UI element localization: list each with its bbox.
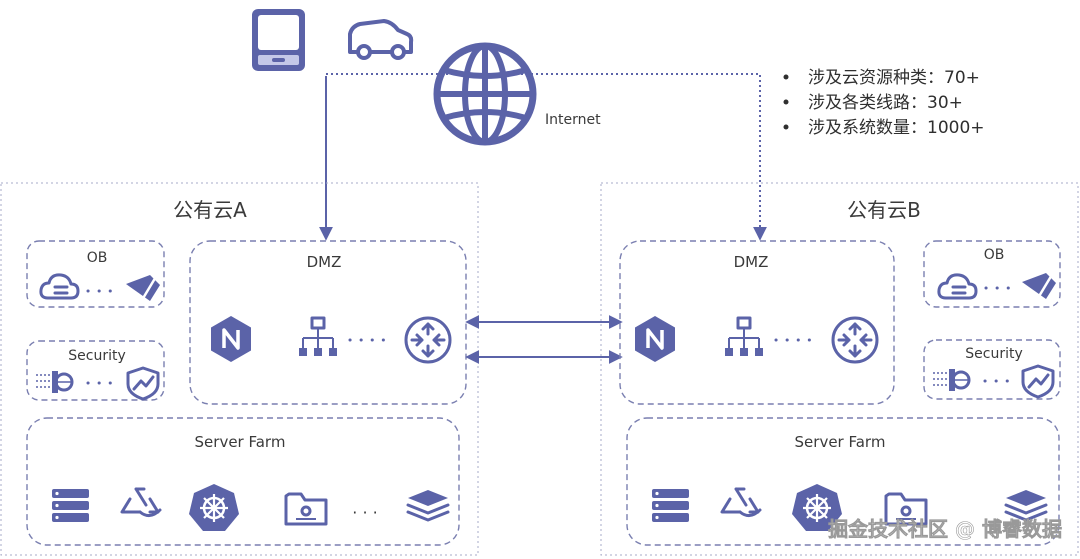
recycle-icon: [720, 487, 762, 517]
internet-to-dmz-b-dotted-arrow: [326, 73, 767, 241]
stat-systems: 涉及系统数量：1000+: [808, 118, 985, 138]
cloud-b-boundary: [600, 182, 1079, 556]
car-icon: [348, 19, 414, 60]
stacked-layers-icon: [406, 490, 450, 522]
cloud-a-dmz-label: DMZ: [307, 253, 342, 271]
cloud-b-ob-label: OB: [984, 247, 1005, 263]
kubernetes-icon: [792, 484, 842, 531]
network-topology-icon: [299, 316, 337, 356]
cloud-sync-icon: [937, 273, 978, 300]
recycle-icon: [120, 487, 162, 517]
router-icon: [404, 316, 452, 364]
bullet: [783, 74, 789, 80]
internet-label: Internet: [545, 112, 601, 128]
nginx-icon: [635, 316, 675, 362]
cloud-b-server-farm-label: Server Farm: [795, 433, 886, 451]
bullet: [783, 99, 789, 105]
cloud-b-title: 公有云B: [847, 198, 921, 222]
shield-trend-icon: [1021, 364, 1055, 399]
firewall-globe-icon: [933, 369, 971, 391]
folder-network-icon: [884, 492, 928, 526]
firewall-globe-icon: [36, 371, 74, 393]
cloud-b-ob-box: [923, 240, 1061, 308]
router-icon: [831, 316, 879, 364]
folder-network-icon: [284, 492, 328, 526]
stacked-layers-icon: [1004, 490, 1048, 522]
speedometer-icon: [1022, 272, 1056, 299]
cloud-b-security-box: [923, 339, 1061, 400]
cloud-a-ob-label: OB: [87, 250, 108, 266]
cloud-a-security-label: Security: [68, 348, 126, 364]
shield-trend-icon: [126, 366, 160, 401]
cloud-a-dmz-box: [189, 240, 467, 405]
cloud-a-security-box: [26, 340, 165, 401]
cloud-a-boundary: [0, 182, 479, 556]
bullet: [783, 124, 789, 130]
server-rack-icon: [652, 489, 689, 522]
cloud-b-server-farm-box: [626, 417, 1060, 546]
cloud-sync-icon: [39, 273, 80, 300]
cloud-b-security-label: Security: [965, 346, 1023, 362]
kubernetes-icon: [189, 484, 239, 531]
cloud-a-server-farm-label: Server Farm: [195, 433, 286, 451]
nginx-icon: [211, 316, 251, 362]
speedometer-icon: [126, 274, 160, 301]
cloud-a-server-farm-box: [26, 417, 460, 546]
cloud-a-title: 公有云A: [173, 198, 247, 222]
watermark: 掘金技术社区 @ 博睿数据: [828, 517, 1062, 541]
stat-lines: 涉及各类线路：30+: [808, 93, 963, 113]
tablet-icon: [252, 9, 305, 71]
network-topology-icon: [725, 316, 763, 356]
stat-resource-types: 涉及云资源种类：70+: [808, 68, 980, 88]
cloud-a-ob-box: [26, 240, 165, 308]
cloud-b-dmz-label: DMZ: [734, 253, 769, 271]
stats-list: 涉及云资源种类：70+ 涉及各类线路：30+ 涉及系统数量：1000+: [783, 68, 985, 138]
more-ellipsis: · · ·: [352, 503, 377, 522]
server-rack-icon: [52, 489, 89, 522]
internet-globe-icon: [433, 42, 537, 146]
